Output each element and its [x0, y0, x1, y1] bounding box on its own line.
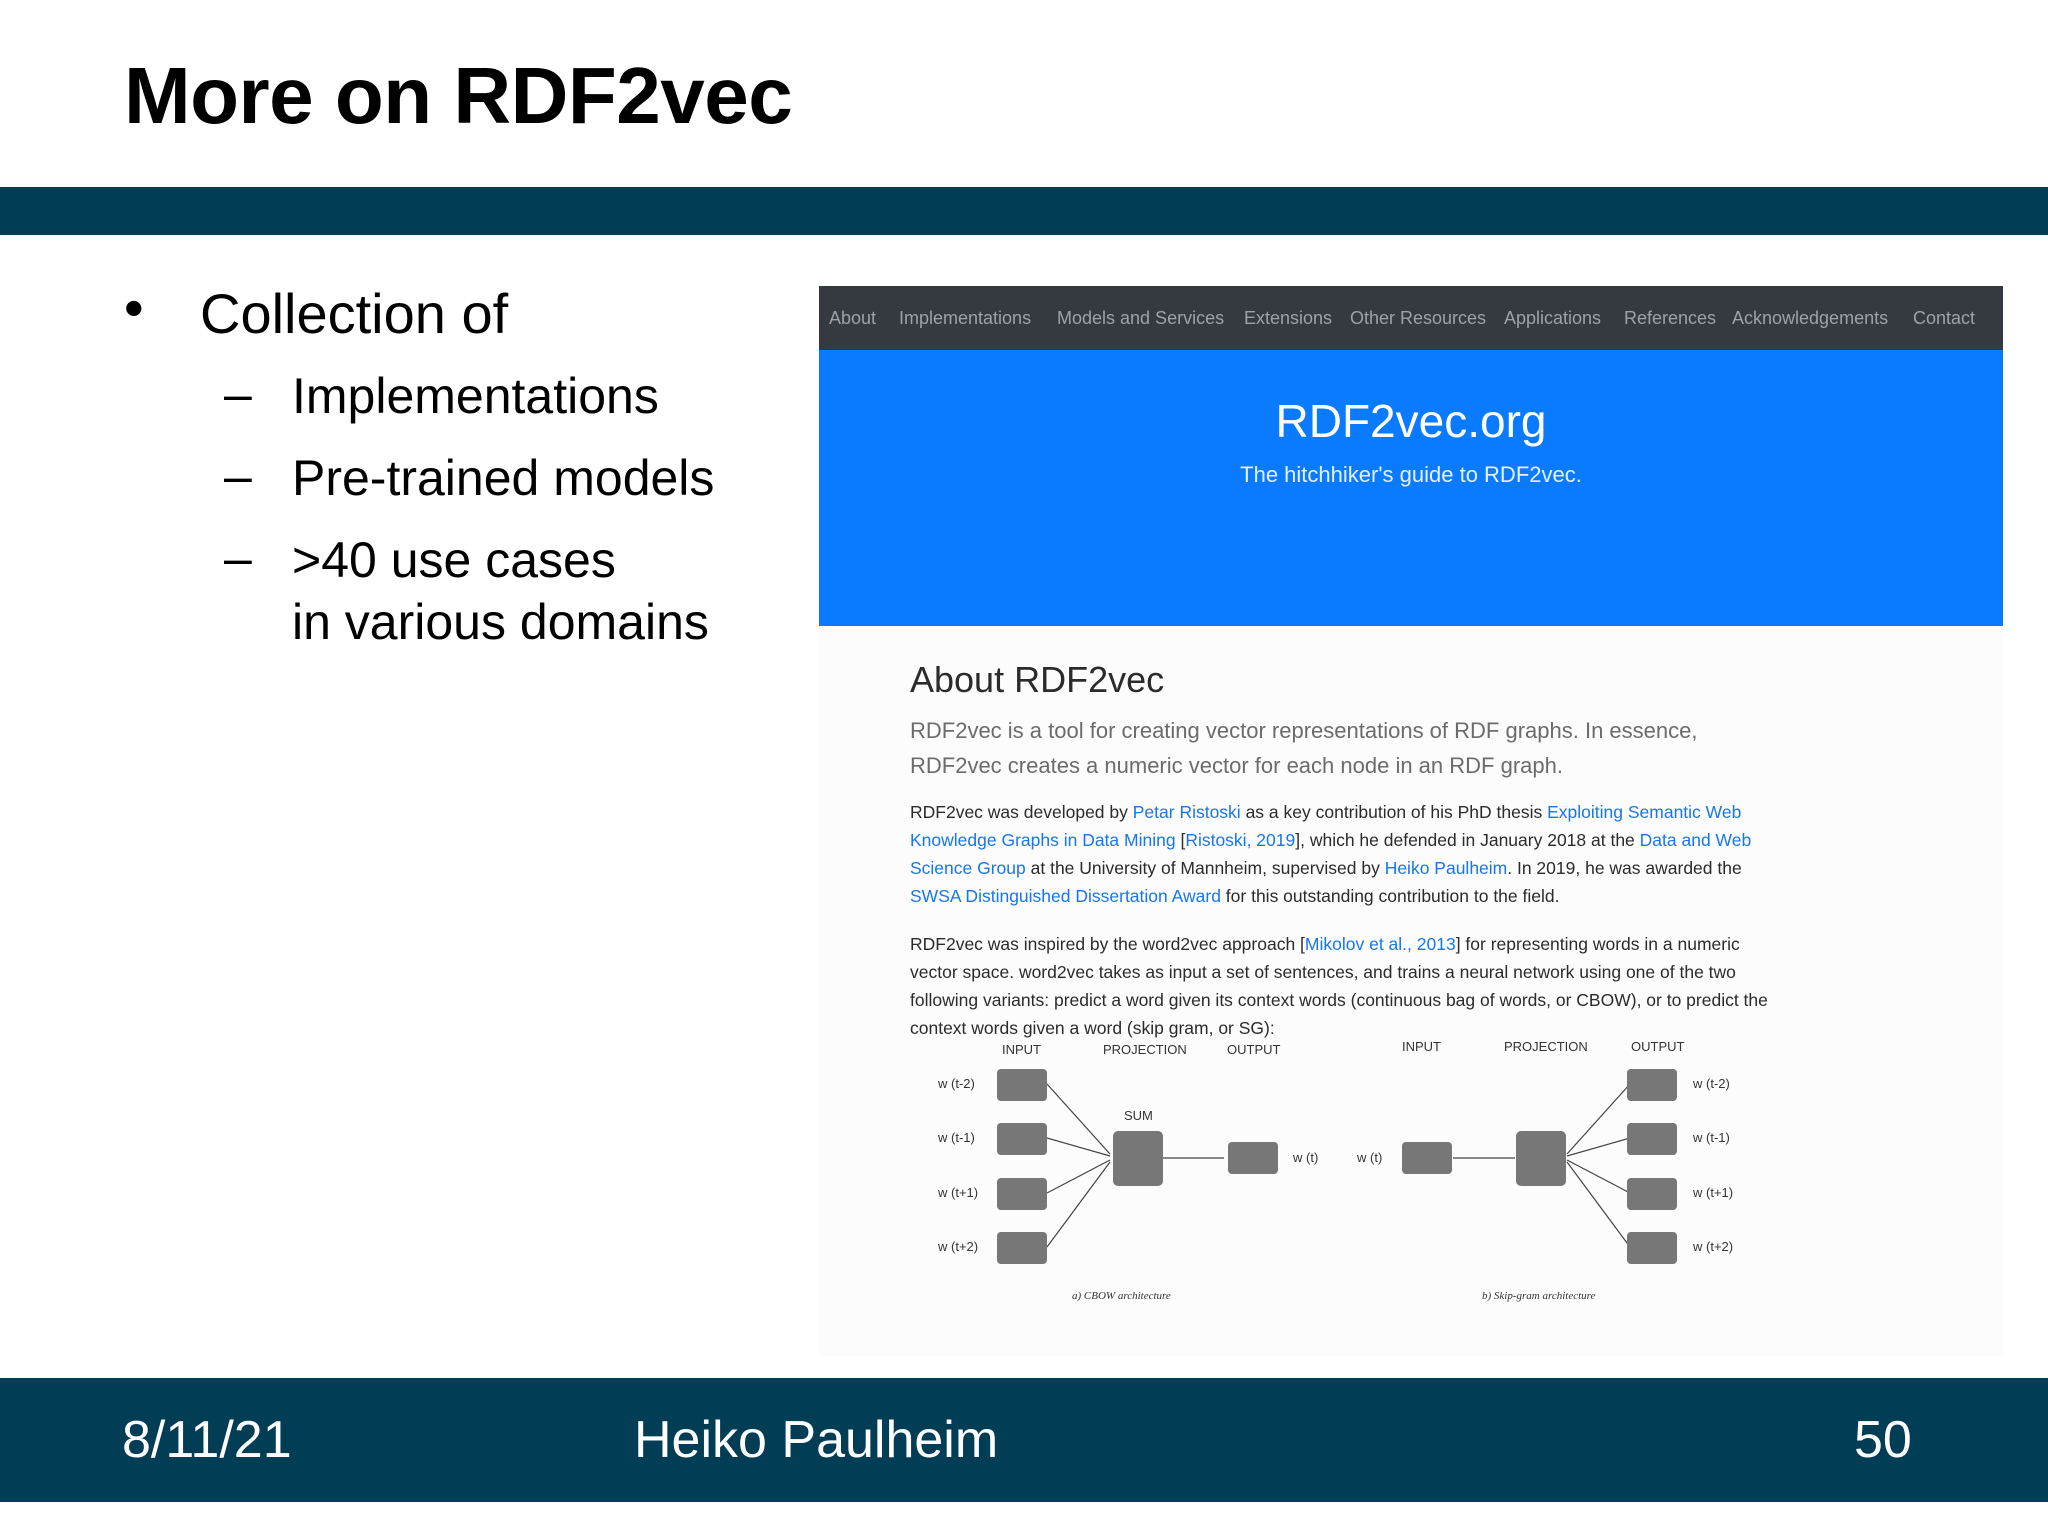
nav-link-extensions[interactable]: Extensions	[1244, 308, 1333, 328]
footer-date: 8/11/21	[122, 1411, 292, 1469]
link-swsa-award[interactable]: SWSA Distinguished Dissertation Award	[910, 886, 1221, 906]
projection-node	[1516, 1131, 1566, 1186]
nav-link-acknowledgements[interactable]: Acknowledgements	[1732, 308, 1889, 328]
arrow	[1046, 1083, 1111, 1155]
text-run: for this outstanding contribution to the…	[1220, 886, 1560, 906]
projection-node	[1113, 1131, 1163, 1186]
arrow	[1566, 1137, 1631, 1157]
cbow-projection-header: PROJECTION	[1103, 1042, 1187, 1057]
text-run: at the University of Mannheim, supervise…	[1025, 858, 1385, 878]
cbow-output-header: OUTPUT	[1227, 1042, 1281, 1057]
cbow-caption: a) CBOW architecture	[1072, 1290, 1171, 1302]
text-run: ], which he defended in January 2018 at …	[1295, 830, 1640, 850]
hero-subtitle: The hitchhiker's guide to RDF2vec.	[1240, 462, 1582, 487]
sg-projection-header: PROJECTION	[1504, 1039, 1588, 1054]
nav-link-about[interactable]: About	[829, 308, 877, 328]
sg-output-label: w (t+2)	[1693, 1239, 1734, 1254]
website-screenshot: About Implementations Models and Service…	[819, 286, 2003, 1356]
cbow-input-header: INPUT	[1002, 1042, 1041, 1057]
arrow	[1046, 1159, 1111, 1194]
sg-input-label: w (t)	[1357, 1150, 1383, 1165]
output-node	[1627, 1123, 1677, 1155]
output-node	[1627, 1232, 1677, 1264]
nav-link-applications[interactable]: Applications	[1504, 308, 1602, 328]
output-node	[1228, 1142, 1278, 1174]
cbow-input-label: w (t-2)	[938, 1076, 975, 1091]
arrow	[1566, 1159, 1631, 1194]
header-divider-bar	[0, 187, 2048, 235]
slide-title: More on RDF2vec	[124, 51, 793, 140]
about-heading: About RDF2vec	[910, 659, 1165, 700]
sub-bullet-text: Implementations	[292, 368, 659, 424]
text-run: ] for representing words in a numeric ve…	[910, 934, 1768, 1038]
diagram-graphic	[997, 1069, 1677, 1264]
sg-input-header: INPUT	[1402, 1039, 1441, 1054]
link-petar-ristoski[interactable]: Petar Ristoski	[1132, 802, 1241, 822]
link-mikolov-2013[interactable]: Mikolov et al., 2013	[1304, 934, 1456, 954]
link-ristoski-2019[interactable]: Ristoski, 2019	[1185, 830, 1296, 850]
arrow	[1046, 1161, 1111, 1248]
dash-mark: –	[224, 530, 252, 586]
sg-output-label: w (t-2)	[1693, 1076, 1730, 1091]
output-node	[1627, 1069, 1677, 1101]
text-run: . In 2019, he was awarded the	[1507, 858, 1742, 878]
cbow-input-label: w (t+1)	[938, 1185, 979, 1200]
input-node	[997, 1232, 1047, 1264]
arrow	[1566, 1161, 1631, 1248]
sub-bullet-text: Pre-trained models	[292, 450, 715, 506]
nav-link-implementations[interactable]: Implementations	[899, 308, 1032, 328]
text-run: [	[1175, 830, 1186, 850]
cbow-input-label: w (t+2)	[938, 1239, 979, 1254]
input-node	[997, 1069, 1047, 1101]
dash-mark: –	[224, 448, 252, 504]
hero-banner: RDF2vec.org The hitchhiker's guide to RD…	[819, 350, 2003, 626]
footer-page-number: 50	[1854, 1411, 1912, 1469]
text-run: RDF2vec was developed by	[910, 802, 1133, 822]
sg-output-header: OUTPUT	[1631, 1039, 1685, 1054]
dash-mark: –	[224, 366, 252, 422]
link-data-web-science-group[interactable]: Data and Web Science Group	[910, 830, 1752, 878]
footer-author: Heiko Paulheim	[634, 1411, 999, 1469]
link-heiko-paulheim[interactable]: Heiko Paulheim	[1384, 858, 1508, 878]
architecture-diagram: INPUT PROJECTION OUTPUT SUM w (t-2) w (t…	[910, 1039, 1770, 1316]
sg-output-label: w (t+1)	[1693, 1185, 1734, 1200]
arrow	[1566, 1083, 1631, 1155]
paragraph-word2vec: RDF2vec was inspired by the word2vec app…	[910, 930, 1790, 1042]
skipgram-caption: b) Skip-gram architecture	[1482, 1290, 1596, 1302]
nav-link-references[interactable]: References	[1624, 308, 1717, 328]
cbow-input-label: w (t-1)	[938, 1130, 975, 1145]
text-run: as a key contribution of his PhD thesis	[1240, 802, 1548, 822]
input-node	[997, 1178, 1047, 1210]
sum-label: SUM	[1124, 1108, 1153, 1123]
hero-title: RDF2vec.org	[1275, 395, 1547, 447]
output-node	[1627, 1178, 1677, 1210]
sg-output-label: w (t-1)	[1693, 1130, 1730, 1145]
paragraph-history: RDF2vec was developed by Petar Ristoski …	[910, 798, 1790, 910]
site-navbar: About Implementations Models and Service…	[819, 286, 2003, 350]
bullet-text: Collection of	[200, 282, 509, 345]
lead-paragraph: RDF2vec is a tool for creating vector re…	[910, 718, 1698, 778]
input-node	[997, 1123, 1047, 1155]
input-node	[1402, 1142, 1452, 1174]
nav-link-contact[interactable]: Contact	[1913, 308, 1976, 328]
bullet-mark: •	[124, 276, 144, 339]
arrow	[1046, 1137, 1111, 1157]
nav-link-other-resources[interactable]: Other Resources	[1350, 308, 1487, 328]
footer-bar	[0, 1378, 2048, 1502]
sub-bullet-text-continued: in various domains	[292, 594, 709, 650]
nav-link-models-and-services[interactable]: Models and Services	[1057, 308, 1225, 328]
text-run: RDF2vec was inspired by the word2vec app…	[910, 934, 1305, 954]
cbow-output-label: w (t)	[1293, 1150, 1319, 1165]
sub-bullet-text: >40 use cases	[292, 532, 616, 588]
link-thesis[interactable]: Exploiting Semantic Web Knowledge Graphs…	[910, 802, 1742, 850]
